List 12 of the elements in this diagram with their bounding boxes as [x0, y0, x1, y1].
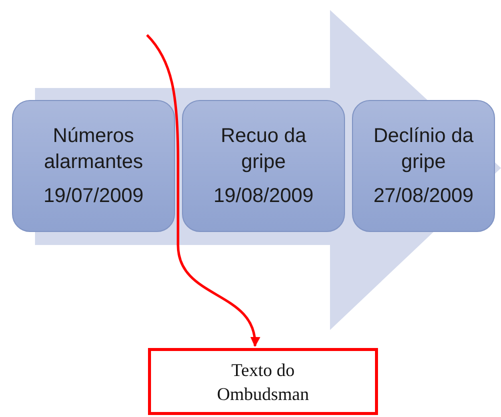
curved-arrow	[146, 34, 260, 347]
stage-date: 19/07/2009	[43, 184, 144, 209]
stage-title: Declínio da gripe	[373, 124, 474, 175]
stage-box	[182, 100, 345, 232]
stage-title: Números alarmantes	[43, 124, 144, 175]
stage-date: 19/08/2009	[213, 184, 314, 209]
stage-title: Recuo da gripe	[220, 124, 308, 175]
note-text: Texto do Ombudsman	[216, 358, 310, 406]
stage-box	[352, 100, 495, 232]
note-box	[148, 348, 378, 415]
stage-date: 27/08/2009	[373, 184, 474, 209]
stage-box	[12, 100, 175, 232]
